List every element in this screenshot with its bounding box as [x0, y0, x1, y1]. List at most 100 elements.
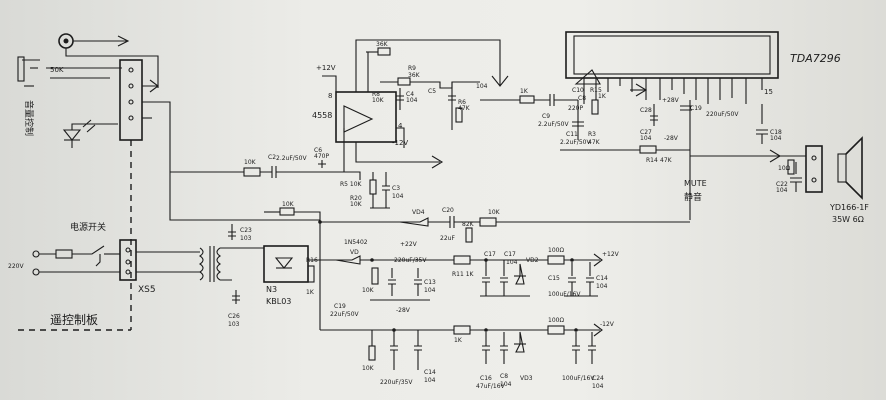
r10k-c: 10K — [488, 209, 501, 216]
c3v: 104 — [392, 193, 404, 200]
c17-top: C17 — [484, 251, 496, 258]
r16v: 1K — [306, 289, 315, 296]
r10r: 10Ω — [778, 165, 791, 172]
c8-top: C8 — [578, 95, 586, 102]
c24: C24 — [592, 375, 604, 382]
c22v: 104 — [776, 187, 788, 194]
pot-label: 50K — [50, 66, 64, 74]
r100: 100Ω — [548, 247, 564, 254]
junction-dots — [318, 220, 578, 332]
v12b: +12V — [602, 251, 620, 258]
speaker-name: YD166-1F — [829, 203, 869, 212]
r3: R3 — [588, 131, 596, 138]
v12neg: -12V — [600, 321, 615, 328]
c-neg: 220uF/35V — [380, 379, 413, 386]
vertical-label: 音量控制 — [23, 100, 35, 136]
c18: C18 — [770, 129, 782, 136]
neg28: -28V — [396, 307, 411, 314]
c24v: 104 — [592, 383, 604, 390]
bridge-label: KBL03 — [266, 297, 291, 306]
r5: R5 10K — [340, 181, 363, 188]
c-neg2: 100uF/16V — [562, 375, 595, 382]
bridge-rectifier: N3 KBL03 — [263, 245, 309, 306]
xs5-label: XS5 — [138, 285, 156, 295]
c27: C27 — [640, 129, 652, 136]
r9: R9 — [408, 65, 416, 72]
c16: C16 — [480, 375, 492, 382]
r16: R16 — [306, 257, 318, 264]
c5v: 104 — [476, 83, 488, 90]
c9v: 2.2uF/50V — [538, 121, 569, 128]
r3v: 47K — [588, 139, 601, 146]
c23v: 103 — [240, 235, 252, 242]
c22: C22 — [776, 181, 788, 188]
c14b: C14 — [424, 369, 436, 376]
xs5-connector: XS5 — [119, 239, 200, 295]
r1k-b: 1K — [454, 337, 463, 344]
v28-pos: +28V — [662, 97, 680, 104]
r20: R20 — [350, 195, 362, 202]
vd1: 1N5402 — [344, 239, 368, 246]
c23: C23 — [240, 227, 252, 234]
opamp-label: 4558 — [312, 111, 332, 120]
c10v: 220P — [568, 105, 583, 112]
volume-pot: 50K — [17, 56, 122, 87]
v28-neg: -28V — [664, 135, 679, 142]
bridge-ref: N3 — [266, 285, 277, 294]
r10k-d: 10K — [362, 287, 375, 294]
c2v: 2.2uF/50V — [276, 155, 307, 162]
c11: C11 — [566, 131, 578, 138]
c4: C4 — [406, 91, 414, 98]
c17v: 104 — [506, 259, 518, 266]
mute-cn: 静音 — [684, 191, 702, 203]
c26: C26 — [228, 313, 240, 320]
c26v: 103 — [228, 321, 240, 328]
mute-label: MUTE — [684, 179, 707, 188]
r8v: 10K — [372, 97, 385, 104]
c19v: 220uF/50V — [706, 111, 739, 118]
c11v: 2.2uF/50V — [560, 139, 591, 146]
c14bv: 104 — [424, 377, 436, 384]
c28: C28 — [640, 107, 652, 114]
power-switch-label: 电源开关 — [70, 221, 106, 233]
c14: C14 — [596, 275, 608, 282]
opamp-4558: 4558 8 4 — [312, 91, 403, 143]
r20v: 10K — [350, 201, 363, 208]
c2: C2 — [268, 154, 276, 161]
pin4-label: 4 — [398, 122, 403, 130]
mains-label: 220V — [8, 263, 24, 270]
c6v: 470P — [314, 153, 329, 160]
r15: R15 — [590, 87, 602, 94]
c8b: C8 — [500, 373, 508, 380]
c6: C6 — [314, 147, 322, 154]
tda7296-ic: TDA7296 15 — [565, 31, 841, 104]
board-label: 遥控制板 — [50, 313, 98, 327]
speaker-spec: 35W 6Ω — [832, 215, 864, 224]
c9: C9 — [542, 113, 550, 120]
r36k: 36K — [376, 41, 389, 48]
vd4: VD4 — [412, 209, 425, 216]
c15: C15 — [548, 275, 560, 282]
r10k-in: 10K — [244, 159, 257, 166]
r14v: 47K — [660, 157, 673, 164]
pin8-label: 8 — [328, 92, 332, 100]
c14v: 104 — [596, 283, 608, 290]
c19bv: 22uF/50V — [330, 311, 360, 318]
r15v: 1K — [598, 93, 607, 100]
r9v: 36K — [408, 72, 421, 79]
c19: C19 — [690, 105, 702, 112]
opamp-supply-neg: -12V — [392, 139, 408, 147]
c20: C20 — [442, 207, 454, 214]
r14: R14 — [646, 157, 658, 164]
c10: C10 — [572, 87, 584, 94]
r6: R6 — [458, 99, 466, 106]
led — [62, 119, 118, 148]
c27v: 104 — [640, 135, 652, 142]
volume-label-vertical: 音量控制 — [23, 100, 35, 136]
c3: C3 — [392, 185, 400, 192]
pin15: 15 — [764, 88, 773, 96]
amp-label: TDA7296 — [790, 52, 841, 65]
r6v: 47K — [458, 105, 471, 112]
header-connector-top — [119, 59, 320, 221]
